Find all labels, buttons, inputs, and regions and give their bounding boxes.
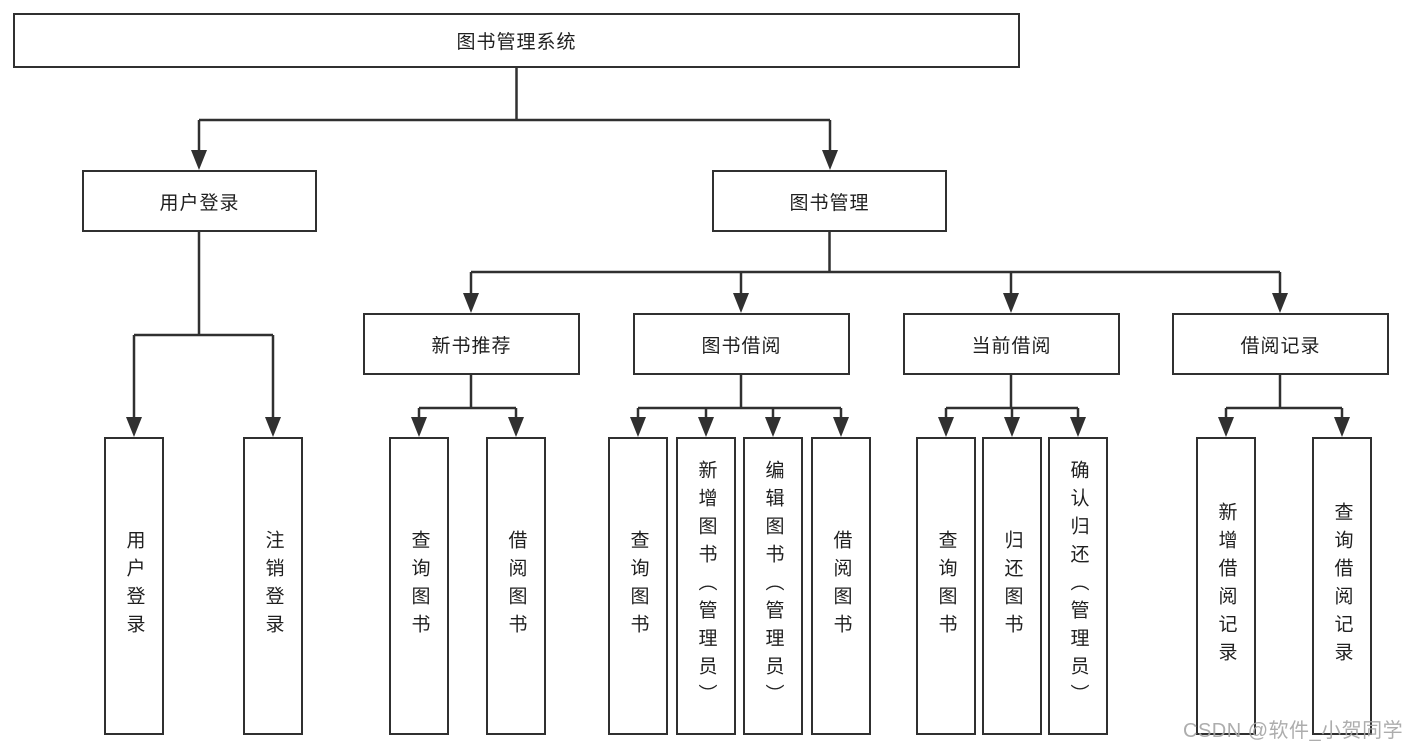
leaf-add-books-admin: 新增图书（管理员） [676, 437, 736, 735]
node-label: 新增借阅记录 [1215, 502, 1237, 670]
node-label: 用户登录 [123, 530, 145, 642]
node-label: 图书管理 [789, 192, 870, 214]
node-label: 查询借阅记录 [1331, 502, 1353, 670]
node-current-borrow: 当前借阅 [903, 313, 1120, 375]
leaf-logout: 注销登录 [243, 437, 303, 735]
leaf-query-borrow-record: 查询借阅记录 [1312, 437, 1372, 735]
node-label: 当前借阅 [971, 335, 1052, 357]
node-label: 借阅图书 [830, 530, 852, 642]
node-label: 新书推荐 [431, 335, 512, 357]
node-book-management: 图书管理 [712, 170, 947, 232]
node-new-book-recommend: 新书推荐 [363, 313, 580, 375]
leaf-borrow-books: 借阅图书 [811, 437, 871, 735]
node-label: 借阅图书 [505, 530, 527, 642]
node-label: 确认归还（管理员） [1067, 460, 1089, 712]
node-label: 注销登录 [262, 530, 284, 642]
node-label: 查询图书 [935, 530, 957, 642]
node-label: 查询图书 [408, 530, 430, 642]
leaf-edit-books-admin: 编辑图书（管理员） [743, 437, 803, 735]
node-label: 借阅记录 [1240, 335, 1321, 357]
node-label: 编辑图书（管理员） [762, 460, 784, 712]
leaf-borrow-books-recommend: 借阅图书 [486, 437, 546, 735]
csdn-watermark: CSDN @软件_小贺同学 [1183, 720, 1404, 742]
node-user-login: 用户登录 [82, 170, 317, 232]
node-label: 查询图书 [627, 530, 649, 642]
leaf-add-borrow-record: 新增借阅记录 [1196, 437, 1256, 735]
node-book-borrow: 图书借阅 [633, 313, 850, 375]
node-label: 图书管理系统 [456, 32, 577, 53]
leaf-return-books: 归还图书 [982, 437, 1042, 735]
node-label: 归还图书 [1001, 530, 1023, 642]
leaf-query-books-recommend: 查询图书 [389, 437, 449, 735]
leaf-confirm-return-admin: 确认归还（管理员） [1048, 437, 1108, 735]
leaf-query-books-borrow: 查询图书 [608, 437, 668, 735]
leaf-query-books-current: 查询图书 [916, 437, 976, 735]
node-library-management-system: 图书管理系统 [13, 13, 1020, 68]
node-label: 新增图书（管理员） [695, 460, 717, 712]
node-borrow-records: 借阅记录 [1172, 313, 1389, 375]
node-label: 用户登录 [159, 192, 240, 214]
node-label: 图书借阅 [701, 335, 782, 357]
leaf-user-login: 用户登录 [104, 437, 164, 735]
